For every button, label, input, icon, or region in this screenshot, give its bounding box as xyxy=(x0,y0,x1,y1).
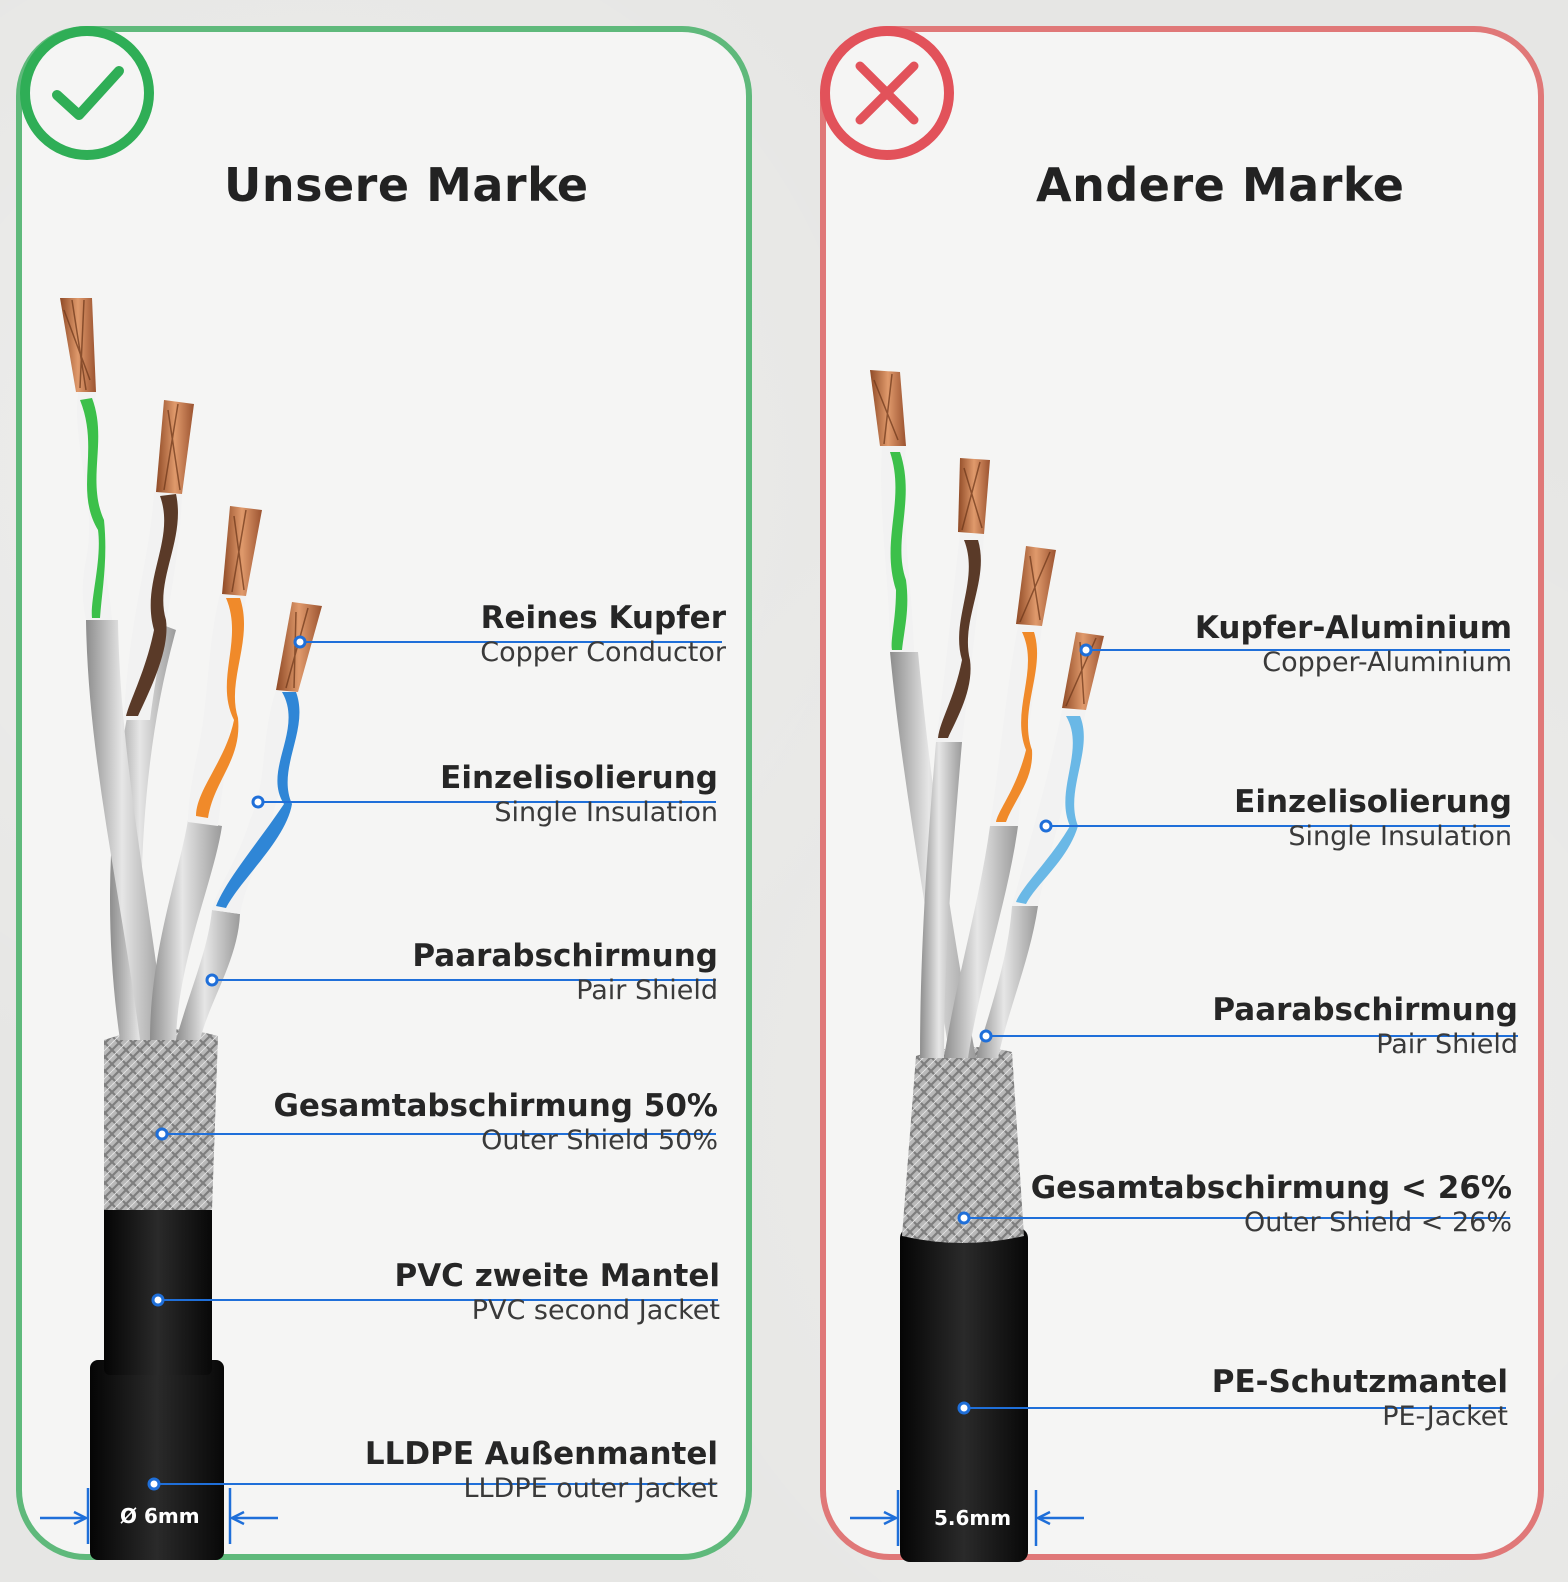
label-en: Copper-Aluminium xyxy=(1262,646,1512,678)
label-de: Einzelisolierung xyxy=(440,760,718,796)
cross-icon xyxy=(855,61,919,125)
check-icon xyxy=(52,66,124,120)
label-de: Paarabschirmung xyxy=(412,938,718,974)
label-en: Single Insulation xyxy=(494,796,718,828)
right-label-pe-jacket: PE-Schutzmantel PE-Jacket xyxy=(1212,1366,1508,1435)
check-badge xyxy=(20,26,154,160)
left-braid xyxy=(104,1028,218,1210)
label-de: Paarabschirmung xyxy=(1212,992,1518,1028)
left-leader-lines xyxy=(154,641,722,1485)
left-label-copper: Reines Kupfer Copper Conductor xyxy=(480,602,726,671)
other-brand-title: Andere Marke xyxy=(1036,158,1405,212)
right-cable xyxy=(870,370,1104,1562)
label-de: PE-Schutzmantel xyxy=(1211,1364,1508,1400)
right-leader-dots xyxy=(957,643,1093,1415)
label-de: LLDPE Außenmantel xyxy=(364,1436,718,1472)
label-de: PVC zweite Mantel xyxy=(394,1258,720,1294)
label-en: LLDPE outer Jacket xyxy=(463,1472,718,1504)
label-en: Single Insulation xyxy=(1288,820,1512,852)
right-braid xyxy=(902,1046,1024,1243)
label-en: PVC second Jacket xyxy=(471,1294,720,1326)
label-de: Kupfer-Aluminium xyxy=(1194,610,1512,646)
left-label-second-jacket: PVC zweite Mantel PVC second Jacket xyxy=(394,1260,720,1329)
left-cable xyxy=(60,298,322,1560)
right-jacket xyxy=(900,1228,1028,1562)
label-en: Pair Shield xyxy=(1376,1028,1518,1060)
left-diameter-label: Ø 6mm xyxy=(120,1504,200,1528)
left-label-insulation: Einzelisolierung Single Insulation xyxy=(440,762,718,831)
cross-badge xyxy=(820,26,954,160)
label-en: PE-Jacket xyxy=(1382,1400,1508,1432)
label-de: Gesamtabschirmung < 26% xyxy=(1030,1170,1512,1206)
right-label-pair-shield: Paarabschirmung Pair Shield xyxy=(1212,994,1518,1063)
right-label-insulation: Einzelisolierung Single Insulation xyxy=(1234,786,1512,855)
our-brand-title: Unsere Marke xyxy=(224,158,589,212)
right-leader-lines xyxy=(964,649,1518,1409)
label-de: Gesamtabschirmung 50% xyxy=(273,1088,718,1124)
left-label-outer-jacket: LLDPE Außenmantel LLDPE outer Jacket xyxy=(365,1438,718,1507)
label-en: Pair Shield xyxy=(576,974,718,1006)
label-en: Copper Conductor xyxy=(480,636,726,668)
left-dimension-arrows xyxy=(40,1488,278,1544)
left-second-jacket xyxy=(104,1200,212,1375)
right-label-outer-shield: Gesamtabschirmung < 26% Outer Shield < 2… xyxy=(1031,1172,1512,1241)
left-outer-jacket xyxy=(90,1360,224,1560)
left-leader-dots xyxy=(147,635,307,1491)
left-label-pair-shield: Paarabschirmung Pair Shield xyxy=(412,940,718,1009)
label-en: Outer Shield 50% xyxy=(481,1124,718,1156)
right-label-copper-aluminium: Kupfer-Aluminium Copper-Aluminium xyxy=(1195,612,1512,681)
label-de: Reines Kupfer xyxy=(480,600,726,636)
left-label-outer-shield: Gesamtabschirmung 50% Outer Shield 50% xyxy=(273,1090,718,1159)
label-en: Outer Shield < 26% xyxy=(1243,1206,1512,1238)
right-diameter-label: 5.6mm xyxy=(934,1506,1012,1530)
label-de: Einzelisolierung xyxy=(1234,784,1512,820)
right-dimension-arrows xyxy=(850,1490,1084,1546)
